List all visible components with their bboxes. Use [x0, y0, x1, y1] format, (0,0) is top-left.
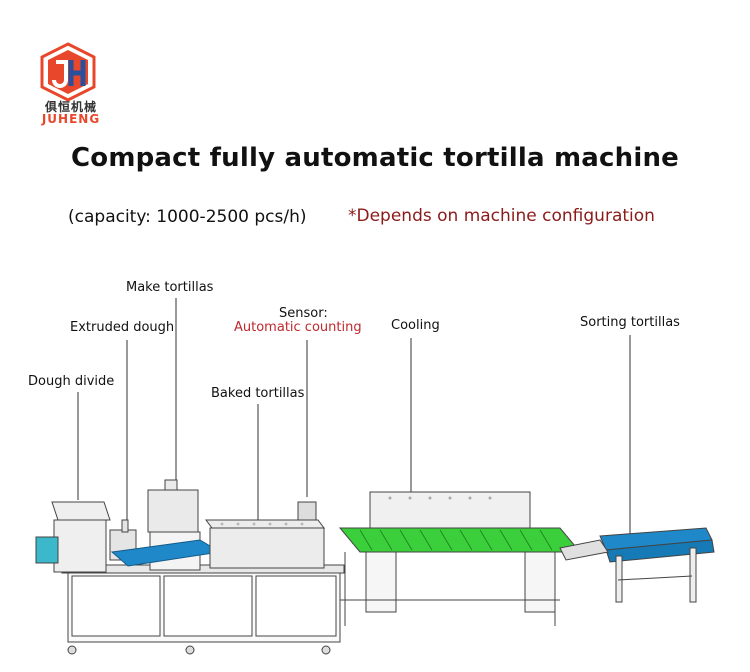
juheng-logo [40, 42, 96, 102]
oven-unit [205, 501, 325, 569]
motor-box [35, 536, 59, 564]
cooling-belt-green [338, 527, 582, 553]
label-sensor: Sensor: [279, 306, 328, 321]
logo-chinese-name: 俱恒机械 [44, 100, 97, 114]
label-dough-divide: Dough divide [28, 374, 115, 389]
label-make-tortillas: Make tortillas [126, 280, 214, 295]
dough-divider-unit [35, 501, 111, 573]
cooling-unit [338, 491, 582, 626]
page-title: Compact fully automatic tortilla machine [70, 143, 679, 173]
main-base-frame [61, 564, 345, 655]
logo-english-name: JUHENG [41, 112, 101, 126]
configuration-note: *Depends on machine configuration [348, 206, 655, 226]
capacity-text: (capacity: 1000-2500 pcs/h) [68, 207, 307, 227]
label-sorting-tortillas: Sorting tortillas [580, 315, 680, 330]
label-cooling: Cooling [391, 318, 440, 333]
sorting-unit [559, 527, 715, 603]
label-automatic-counting: Automatic counting [234, 320, 362, 335]
label-baked-tortillas: Baked tortillas [211, 386, 305, 401]
label-extruded-dough: Extruded dough [70, 320, 175, 335]
